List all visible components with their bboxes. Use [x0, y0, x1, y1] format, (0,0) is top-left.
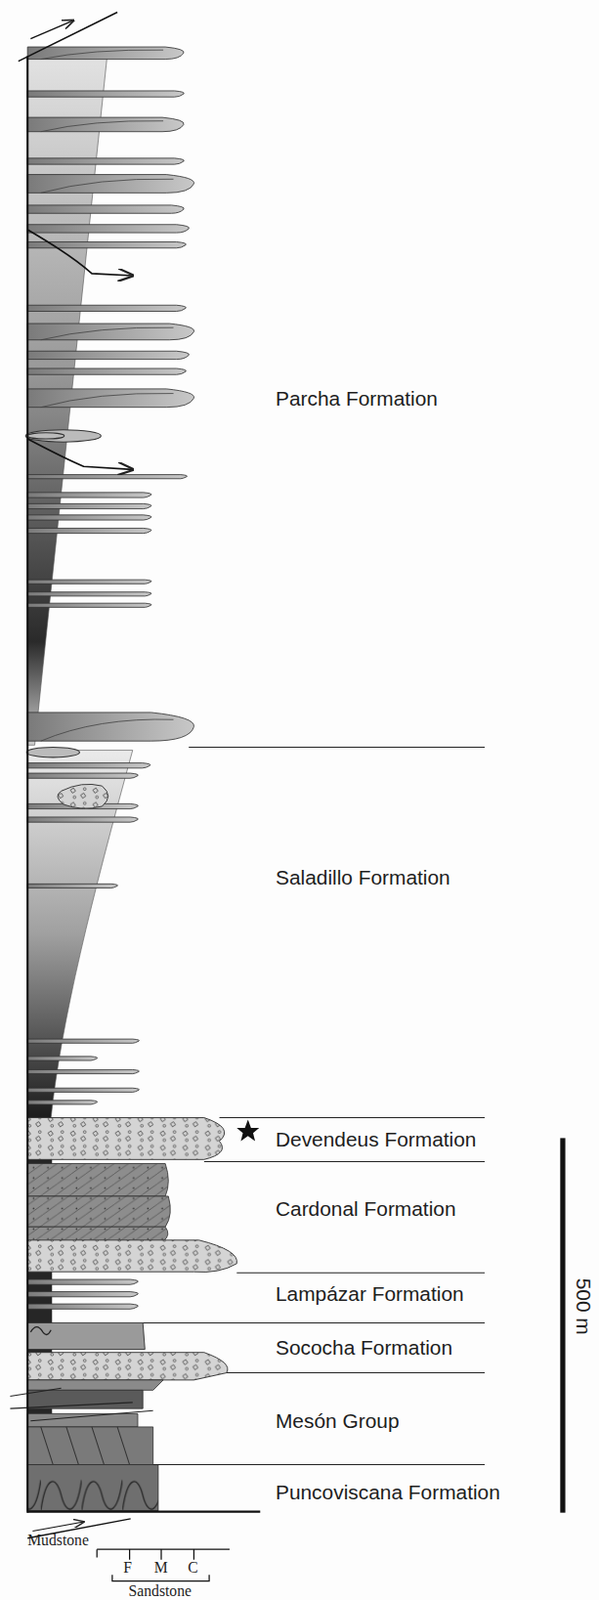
sandstone-bed [27, 368, 186, 375]
sandstone-bed [27, 772, 138, 778]
sandstone-bed [27, 712, 194, 741]
formation-name: Saladillo Formation [275, 867, 451, 889]
scale-label: 500 m [573, 1278, 595, 1335]
grain-size: F [123, 1559, 132, 1576]
sandstone-bed [27, 1303, 138, 1309]
sandstone-bed [27, 174, 194, 194]
sandstone-bed [27, 492, 152, 498]
cross-bed [41, 719, 174, 741]
sandstone-bed [27, 883, 118, 888]
formation-name: Parcha Formation [275, 387, 438, 409]
cross-bed [41, 121, 164, 132]
sandstone-bed [27, 1279, 138, 1284]
sandstone-bed [27, 816, 138, 822]
formation-name: Sococha Formation [275, 1336, 453, 1358]
sandstone-bed [27, 1100, 97, 1105]
sandstone-bed [27, 1069, 139, 1073]
sandstone-bed [27, 323, 194, 341]
sandstone-bed [27, 602, 152, 607]
sandstone-bed [27, 474, 187, 479]
formation-name: Cardonal Formation [275, 1198, 457, 1219]
sandstone-bed [27, 117, 184, 132]
sandstone-bed [27, 1038, 139, 1043]
cross-bed [41, 327, 174, 341]
formation-name: Puncoviscana Formation [275, 1481, 501, 1502]
sandstone-bed [27, 350, 189, 359]
sandstone-bed [27, 527, 152, 533]
sandstone-bed [27, 46, 184, 60]
sandstone-bed [27, 514, 152, 520]
formation-name: Mesón Group [275, 1410, 400, 1431]
sandstone-bed [27, 224, 189, 233]
sandstone-bed [27, 388, 194, 408]
cross-bed [41, 178, 174, 193]
formation-name: Lampázar Formation [275, 1283, 465, 1305]
cross-bed [41, 49, 164, 59]
sandstone-bed [27, 158, 184, 165]
sandstone-bed [27, 763, 151, 769]
cross-bed [41, 392, 174, 407]
sandstone-bed [27, 592, 152, 597]
sandstone-bed [27, 1291, 138, 1297]
grain-size: C [187, 1559, 198, 1576]
axis-label: Mudstone [27, 1532, 89, 1548]
sandstone-bed [27, 90, 184, 97]
sandstone-bed [27, 205, 184, 214]
sandstone-bed [27, 1056, 97, 1061]
grain-size: M [154, 1559, 169, 1576]
sandstone-bed [27, 1087, 139, 1092]
formation-name: Devendeus Formation [275, 1128, 476, 1150]
axis-label: Sandstone [128, 1583, 192, 1599]
sandstone-bed [27, 579, 152, 584]
sandstone-bed [27, 304, 186, 311]
sandstone-bed [27, 503, 152, 509]
